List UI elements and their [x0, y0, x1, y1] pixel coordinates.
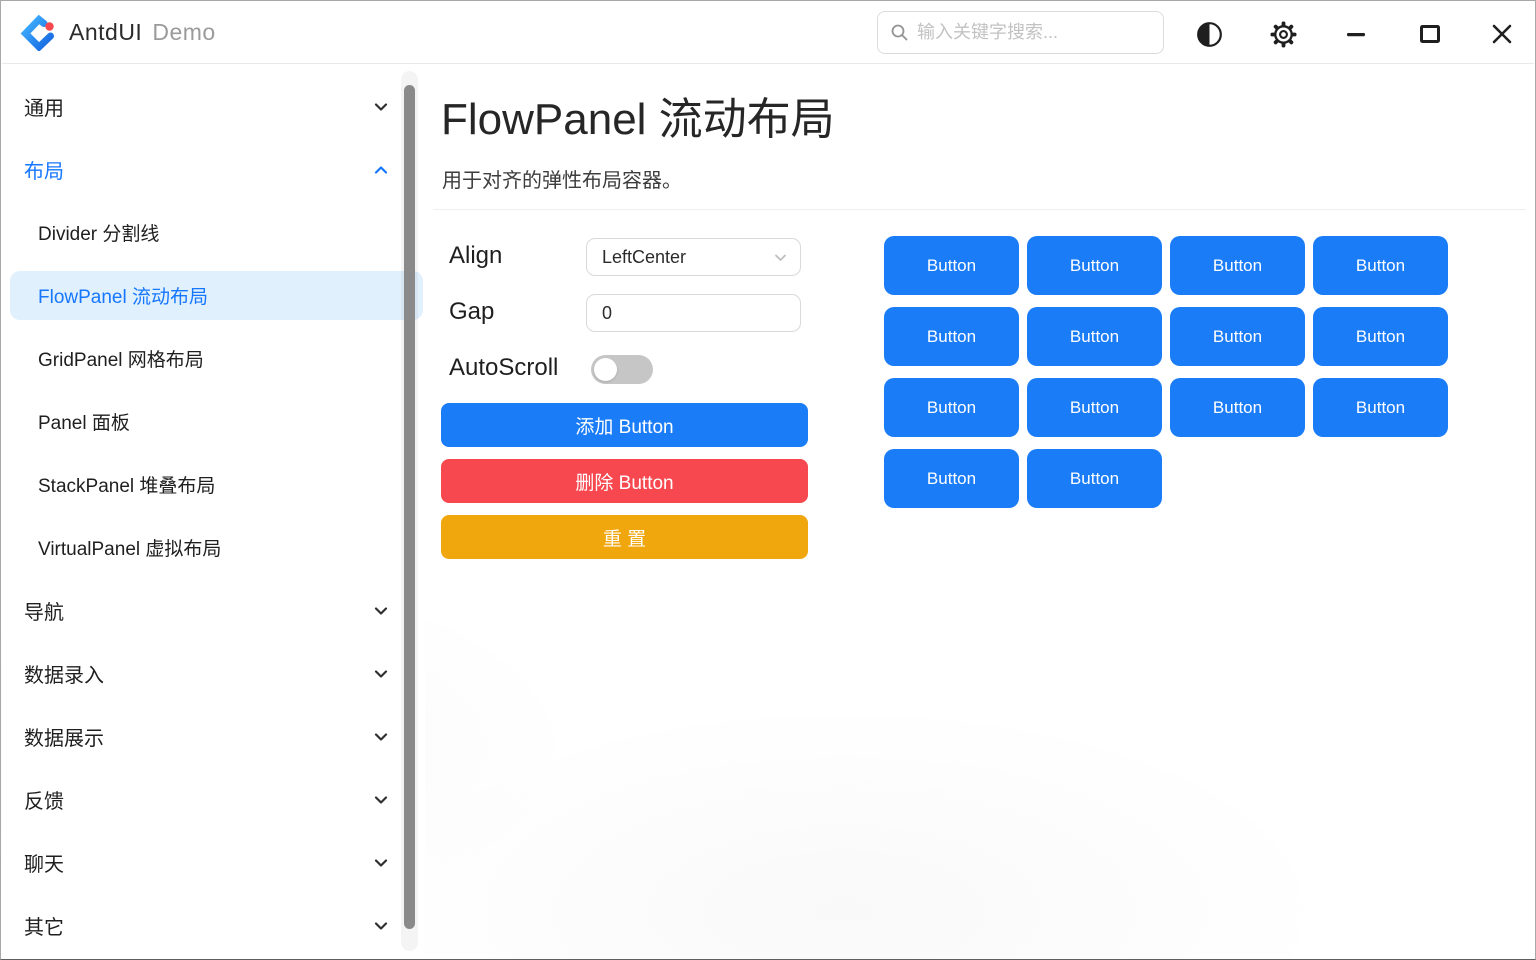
chevron-down-icon: [374, 606, 388, 615]
minimize-button[interactable]: [1335, 13, 1377, 55]
reset-button[interactable]: 重 置: [441, 515, 808, 559]
gap-label: Gap: [449, 298, 495, 325]
sidebar-item-label: Panel 面板: [38, 413, 130, 434]
align-select[interactable]: LeftCenter: [586, 238, 801, 276]
search-box[interactable]: [877, 11, 1164, 54]
sidebar-item-label: GridPanel 网格布局: [38, 350, 204, 371]
sidebar-item-label: VirtualPanel 虚拟布局: [38, 539, 222, 560]
chevron-down-icon: [374, 858, 388, 867]
flow-button-8[interactable]: Button: [1313, 307, 1448, 366]
sidebar-item-layout[interactable]: 布局: [2, 138, 425, 201]
sidebar-item-label: 数据展示: [24, 728, 104, 750]
sidebar-scrollbar-thumb[interactable]: [404, 85, 415, 929]
sidebar-item-label: 聊天: [24, 854, 64, 876]
theme-toggle-button[interactable]: [1188, 13, 1230, 55]
settings-button[interactable]: [1262, 13, 1304, 55]
flow-button-4[interactable]: Button: [1313, 236, 1448, 295]
app-subtitle: Demo: [152, 19, 216, 45]
sidebar-item-label: StackPanel 堆叠布局: [38, 476, 216, 497]
sidebar-item-feedback[interactable]: 反馈: [2, 768, 425, 831]
sidebar-item-label: 其它: [24, 917, 64, 939]
flow-button-12[interactable]: Button: [1313, 378, 1448, 437]
flow-button-6[interactable]: Button: [1027, 307, 1162, 366]
autoscroll-toggle[interactable]: [591, 355, 653, 384]
sidebar-item-virtualpanel[interactable]: VirtualPanel 虚拟布局: [2, 516, 425, 579]
add-button-button[interactable]: 添加 Button: [441, 403, 808, 447]
sidebar-item-other[interactable]: 其它: [2, 894, 425, 957]
gear-icon: [1270, 21, 1296, 47]
flow-button-13[interactable]: Button: [884, 449, 1019, 508]
page-title: FlowPanel 流动布局: [441, 95, 835, 144]
chevron-down-icon: [374, 921, 388, 930]
sidebar-item-data-entry[interactable]: 数据录入: [2, 642, 425, 705]
flow-button-5[interactable]: Button: [884, 307, 1019, 366]
chevron-down-icon: [374, 102, 388, 111]
chevron-down-icon: [374, 669, 388, 678]
sidebar: 通用布局 Divider 分割线 FlowPanel 流动布局 GridPanel 网…: [2, 65, 425, 958]
autoscroll-label: AutoScroll: [449, 354, 559, 381]
sidebar-item-chat[interactable]: 聊天: [2, 831, 425, 894]
maximize-icon: [1420, 25, 1440, 43]
sidebar-item-stackpanel[interactable]: StackPanel 堆叠布局: [2, 453, 425, 516]
sidebar-item-divider[interactable]: Divider 分割线: [2, 201, 425, 264]
sidebar-item-gridpanel[interactable]: GridPanel 网格布局: [2, 327, 425, 390]
flow-button-3[interactable]: Button: [1170, 236, 1305, 295]
chevron-down-icon: [374, 732, 388, 741]
flow-button-9[interactable]: Button: [884, 378, 1019, 437]
sidebar-item-label: Divider 分割线: [38, 224, 160, 245]
search-icon: [891, 24, 908, 41]
theme-contrast-icon: [1196, 21, 1222, 47]
sidebar-item-data-display[interactable]: 数据展示: [2, 705, 425, 768]
sidebar-item-flowpanel[interactable]: FlowPanel 流动布局: [2, 264, 425, 327]
search-input[interactable]: [917, 22, 1153, 43]
flow-button-10[interactable]: Button: [1027, 378, 1162, 437]
toggle-knob: [594, 358, 617, 381]
page-subtitle: 用于对齐的弹性布局容器。: [442, 170, 682, 192]
align-label: Align: [449, 242, 503, 269]
sidebar-item-label: FlowPanel 流动布局: [38, 287, 208, 308]
sidebar-item-label: 导航: [24, 602, 64, 624]
title-bar: AntdUI Demo: [2, 2, 1534, 64]
delete-button-button[interactable]: 删除 Button: [441, 459, 808, 503]
app-logo-icon: [20, 14, 54, 51]
sidebar-item-label: 通用: [24, 98, 64, 120]
main-content: FlowPanel 流动布局 用于对齐的弹性布局容器。 Align LeftCe…: [425, 65, 1534, 958]
app-title: AntdUI: [69, 19, 143, 45]
close-button[interactable]: [1481, 13, 1523, 55]
sidebar-item-navigation[interactable]: 导航: [2, 579, 425, 642]
chevron-up-icon: [374, 165, 388, 174]
content-divider: [433, 209, 1526, 210]
sidebar-item-label: 反馈: [24, 791, 64, 813]
flow-button-14[interactable]: Button: [1027, 449, 1162, 508]
chevron-down-icon: [775, 254, 786, 261]
align-select-value: LeftCenter: [602, 246, 687, 267]
flow-button-2[interactable]: Button: [1027, 236, 1162, 295]
sidebar-item-general[interactable]: 通用: [2, 75, 425, 138]
sidebar-item-label: 布局: [24, 161, 64, 183]
minimize-icon: [1347, 33, 1365, 37]
flow-button-11[interactable]: Button: [1170, 378, 1305, 437]
sidebar-item-label: 数据录入: [24, 665, 104, 687]
close-icon: [1492, 24, 1512, 44]
sidebar-item-panel[interactable]: Panel 面板: [2, 390, 425, 453]
flow-button-1[interactable]: Button: [884, 236, 1019, 295]
chevron-down-icon: [374, 795, 388, 804]
gap-input[interactable]: [586, 294, 801, 332]
maximize-button[interactable]: [1409, 13, 1451, 55]
flow-button-7[interactable]: Button: [1170, 307, 1305, 366]
